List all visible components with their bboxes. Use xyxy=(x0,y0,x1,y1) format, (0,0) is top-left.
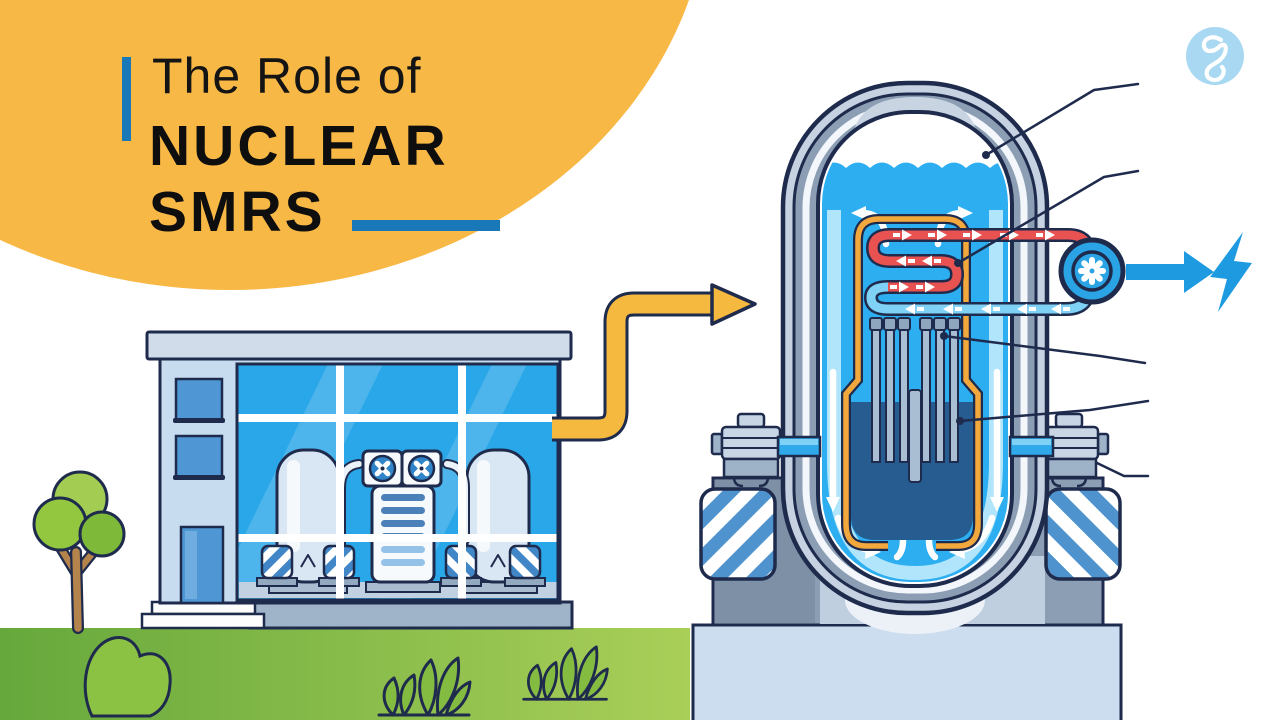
plant-building-scene xyxy=(0,283,757,720)
script-monogram-logo-icon xyxy=(1201,35,1228,83)
ventilation-fan-icon xyxy=(407,454,436,483)
facade-windows xyxy=(173,377,225,605)
turbine-fan-icon xyxy=(1058,237,1126,305)
hot-leg-pipe xyxy=(868,230,1095,292)
transfer-arrow-icon xyxy=(552,283,757,442)
hazard-striped-blocks xyxy=(256,544,546,587)
roof-slab xyxy=(145,330,573,361)
support-pad-right xyxy=(1044,487,1122,581)
control-rods xyxy=(869,317,961,483)
building-base xyxy=(248,600,574,630)
reactor-platform xyxy=(693,625,1121,720)
callout-dots xyxy=(940,151,990,425)
bush xyxy=(83,636,172,718)
title-accent-bar xyxy=(122,57,131,141)
energy-flow-arrow-icon xyxy=(1126,251,1214,293)
coolant-valve-left xyxy=(710,412,782,488)
vessel-nozzles xyxy=(776,435,1055,458)
ventilation-fan-icon xyxy=(368,454,397,483)
callout-lines xyxy=(942,82,1150,478)
window-mullions xyxy=(237,364,558,600)
core-shroud xyxy=(841,214,983,551)
title-line-2: NUCLEAR xyxy=(149,114,449,178)
tree xyxy=(32,470,126,634)
entrance-steps xyxy=(140,600,266,630)
lightning-bolt-icon xyxy=(1210,232,1252,312)
brand-logo xyxy=(1186,27,1244,85)
title-line-3: SMRS xyxy=(149,180,326,244)
support-pad-left xyxy=(699,487,777,581)
smr-plant-building xyxy=(145,330,573,605)
title-underline xyxy=(352,220,500,231)
reactor-cutaway-scene xyxy=(691,80,1252,720)
title-line-1: The Role of xyxy=(152,48,422,104)
